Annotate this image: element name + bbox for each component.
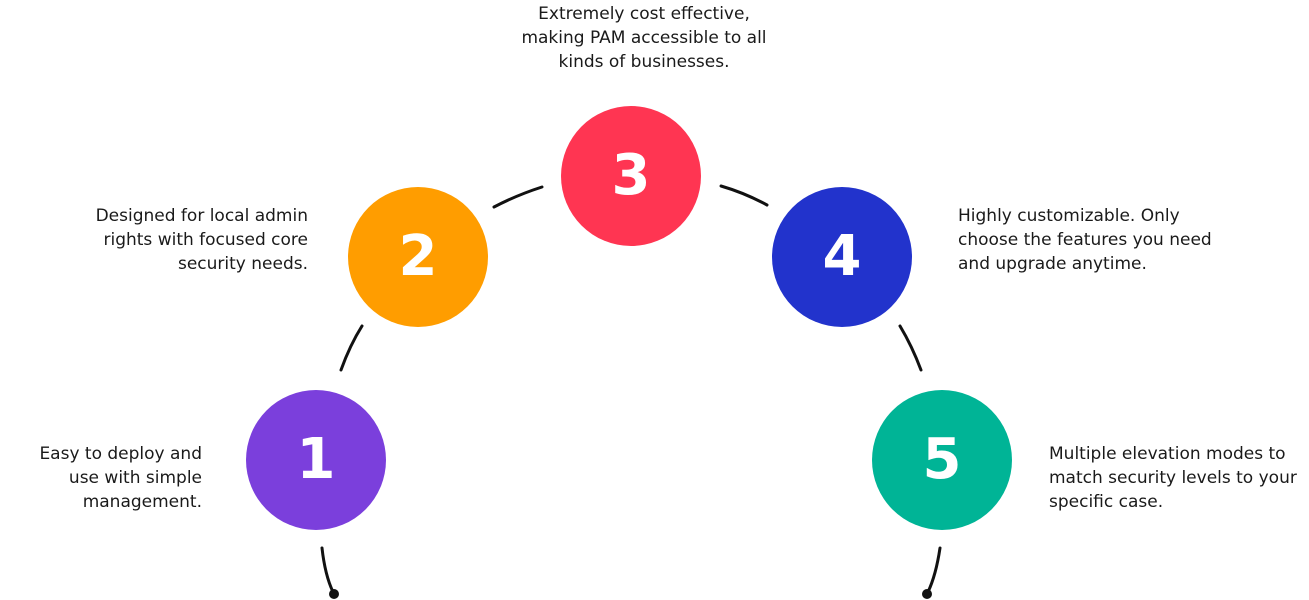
step-4-line-2: choose the features you need	[958, 230, 1212, 250]
step-4-description: Highly customizable. Only choose the fea…	[958, 204, 1258, 276]
step-1-number: 1	[296, 427, 336, 492]
step-3-line-1: Extremely cost effective,	[538, 4, 750, 24]
step-1-line-2: use with simple	[68, 468, 202, 488]
step-2-line-1: Designed for local admin	[95, 206, 308, 226]
step-2-circle: 2	[348, 187, 488, 327]
step-2-line-3: security needs.	[177, 254, 308, 274]
step-2-line-2: rights with focused core	[103, 230, 308, 250]
arc-segment-end	[926, 546, 942, 594]
arc-segment-2-3	[492, 185, 544, 209]
step-4-circle: 4	[772, 187, 912, 327]
arc-segment-start	[320, 546, 335, 594]
step-1-circle: 1	[246, 390, 386, 530]
step-3-description: Extremely cost effective, making PAM acc…	[494, 2, 794, 74]
arc-segment-1-2	[339, 324, 364, 372]
arc-end-dot-left	[329, 589, 339, 599]
step-5-line-2: match security levels to your	[1049, 468, 1297, 488]
step-1-description: Easy to deploy and use with simple manag…	[10, 442, 202, 514]
step-3-line-2: making PAM accessible to all	[521, 28, 767, 48]
step-3-number: 3	[611, 143, 651, 208]
step-1-line-1: Easy to deploy and	[39, 444, 202, 464]
step-2-description: Designed for local admin rights with foc…	[60, 204, 308, 276]
arc-segment-3-4	[719, 184, 769, 207]
step-2-number: 2	[398, 224, 438, 289]
step-5-circle: 5	[872, 390, 1012, 530]
step-5-line-1: Multiple elevation modes to	[1049, 444, 1286, 464]
step-4-number: 4	[822, 224, 862, 289]
step-5-description: Multiple elevation modes to match securi…	[1049, 442, 1309, 514]
step-5-number: 5	[922, 427, 962, 492]
step-1-line-3: management.	[82, 492, 202, 512]
step-4-line-3: and upgrade anytime.	[958, 254, 1147, 274]
arc-segment-4-5	[898, 324, 923, 372]
arc-end-dot-right	[922, 589, 932, 599]
step-4-line-1: Highly customizable. Only	[958, 206, 1180, 226]
step-5-line-3: specific case.	[1049, 492, 1164, 512]
step-3-circle: 3	[561, 106, 701, 246]
step-3-line-3: kinds of businesses.	[558, 52, 730, 72]
